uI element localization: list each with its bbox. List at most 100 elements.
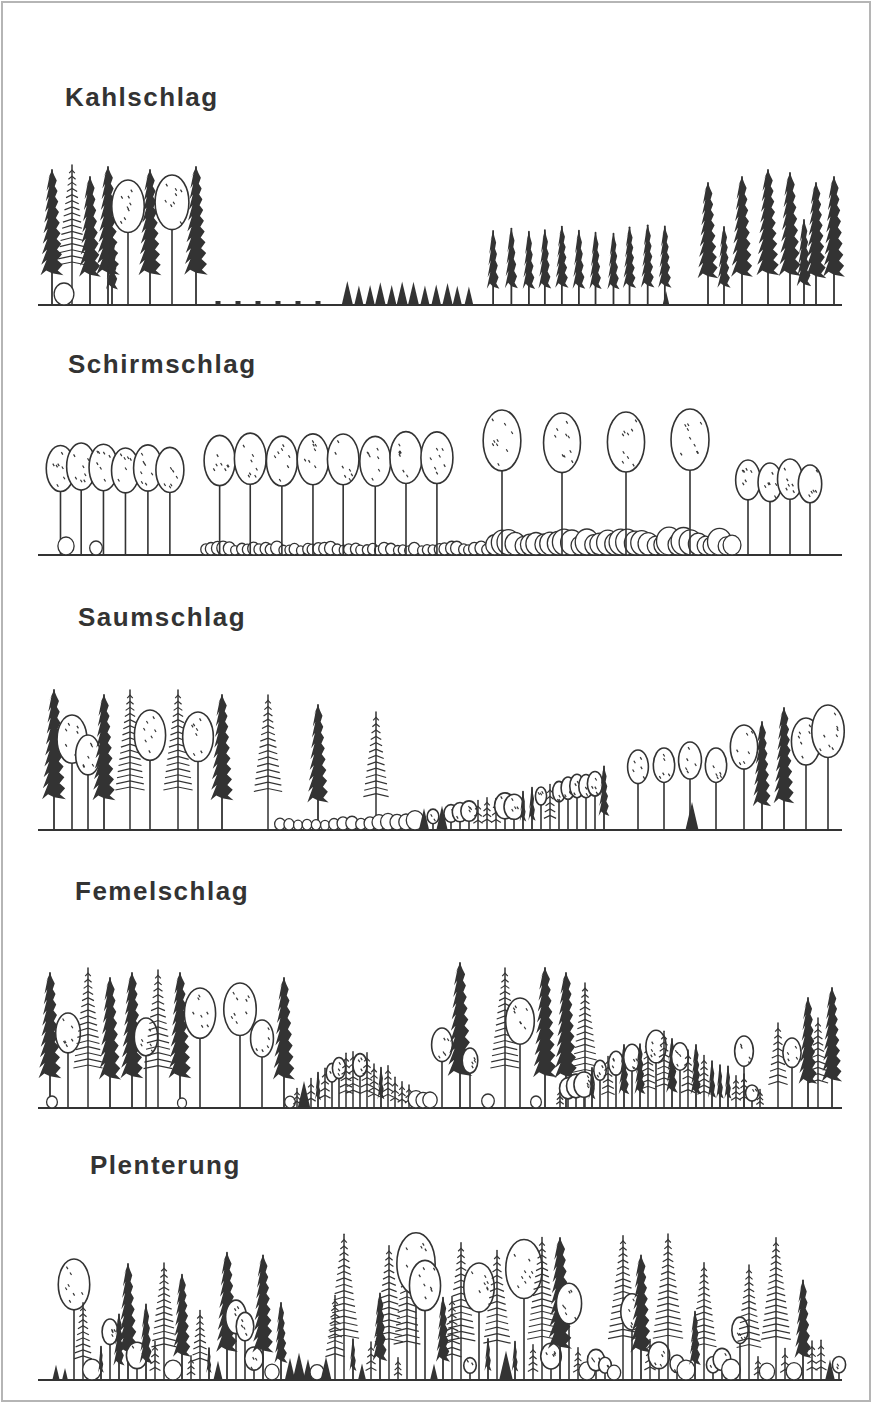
fir-branches (75, 1350, 91, 1353)
crown-texture (164, 483, 166, 486)
fir-branches (473, 820, 482, 823)
crown-texture (677, 1064, 679, 1067)
trunk-line (388, 1246, 390, 1380)
fir-branches (380, 1301, 398, 1304)
fir-branches (484, 1334, 510, 1337)
fir-branches (68, 182, 77, 185)
crown-texture (425, 1249, 427, 1252)
trunk-line (374, 486, 376, 555)
crown-texture (193, 724, 195, 727)
crown-texture (153, 716, 155, 719)
crown-texture (696, 451, 698, 454)
fir-branches (153, 1331, 175, 1334)
crown-texture (61, 452, 63, 455)
trunk-line (149, 760, 151, 830)
fir-branches (155, 1319, 174, 1322)
broadleaf-crown (736, 460, 761, 500)
fir-branches (125, 714, 135, 717)
spruce-crown (184, 167, 207, 275)
fir-branches (174, 707, 183, 710)
crown-texture (433, 1268, 435, 1271)
fir-branches (582, 988, 588, 991)
crown-texture (498, 463, 500, 466)
crown-texture (283, 444, 285, 447)
fir-branches (656, 1310, 680, 1313)
crown-texture (442, 448, 444, 451)
crown-texture (504, 423, 506, 426)
fir-branches (151, 1344, 176, 1347)
fir-branches (444, 1341, 460, 1344)
fir-branches (576, 1038, 594, 1041)
crown-texture (815, 490, 817, 493)
fir-branches (119, 763, 142, 766)
trunk-line (345, 1053, 347, 1108)
crown-texture (687, 771, 689, 774)
crown-texture (130, 458, 132, 461)
trunk-line (594, 796, 596, 830)
crown-texture (91, 745, 93, 748)
crown-texture (377, 456, 379, 459)
fir-branches (618, 1260, 628, 1263)
fir-branches (782, 1355, 788, 1358)
fir-branches (382, 1094, 394, 1097)
fir-branches (529, 1356, 536, 1359)
crown-texture (141, 1044, 143, 1047)
trunk-line (667, 1234, 669, 1380)
fir-branches (154, 988, 163, 991)
spruce-crown (698, 183, 719, 278)
spruce-crown (708, 1061, 716, 1098)
spruce-young (408, 282, 418, 304)
fir-branches (545, 809, 556, 812)
fir-branches (771, 1262, 781, 1265)
crown-texture (399, 451, 401, 454)
fir-branches (76, 1338, 89, 1341)
fir-branches (534, 1280, 549, 1283)
crown-texture (737, 750, 739, 753)
crown-texture (520, 1022, 522, 1025)
fir-branches (742, 1301, 756, 1304)
crown-texture (444, 464, 446, 467)
crown-texture (745, 480, 747, 483)
crown-texture (225, 468, 227, 471)
fir-branches (488, 1308, 507, 1311)
spruce-crown (753, 722, 771, 806)
trunk-line (743, 1066, 745, 1108)
fir-branches (575, 1045, 595, 1048)
fir-branches (371, 736, 382, 739)
broadleaf-crown (483, 410, 521, 471)
crown-texture (635, 420, 637, 423)
fir-branches (335, 1291, 354, 1294)
fir-branches (488, 1301, 505, 1304)
crown-texture (372, 478, 374, 481)
trunk-line (663, 782, 665, 830)
panel-heading: Saumschlag (78, 602, 246, 633)
fir-branches (378, 1314, 400, 1317)
fir-branches (79, 1022, 97, 1025)
crown-texture (423, 1243, 425, 1246)
crown-texture (351, 474, 353, 477)
crown-texture (165, 200, 167, 203)
crown-texture (118, 479, 120, 482)
crown-texture (837, 1367, 839, 1370)
trunk-line (757, 1357, 759, 1380)
fir-branches (392, 1083, 398, 1086)
fir-branches (263, 719, 273, 722)
young-broadleaf (164, 1360, 182, 1380)
spruce-crown (607, 234, 619, 290)
broadleaf-crown (204, 435, 235, 485)
trunk-line (169, 493, 171, 555)
crown-texture (175, 188, 177, 191)
trunk-line (441, 1062, 443, 1108)
trunk-line (687, 1050, 689, 1108)
fir-branches (490, 1288, 504, 1291)
trunk-line (312, 485, 314, 555)
fir-branches (152, 1338, 175, 1341)
fir-branches (364, 1058, 370, 1061)
crown-texture (255, 1358, 257, 1361)
tree-stump (256, 301, 261, 305)
broadleaf-crown (832, 1356, 845, 1372)
crown-texture (128, 196, 130, 199)
fir-branches (808, 1354, 816, 1357)
spruce-crown (93, 695, 116, 800)
crown-texture (151, 1050, 153, 1053)
